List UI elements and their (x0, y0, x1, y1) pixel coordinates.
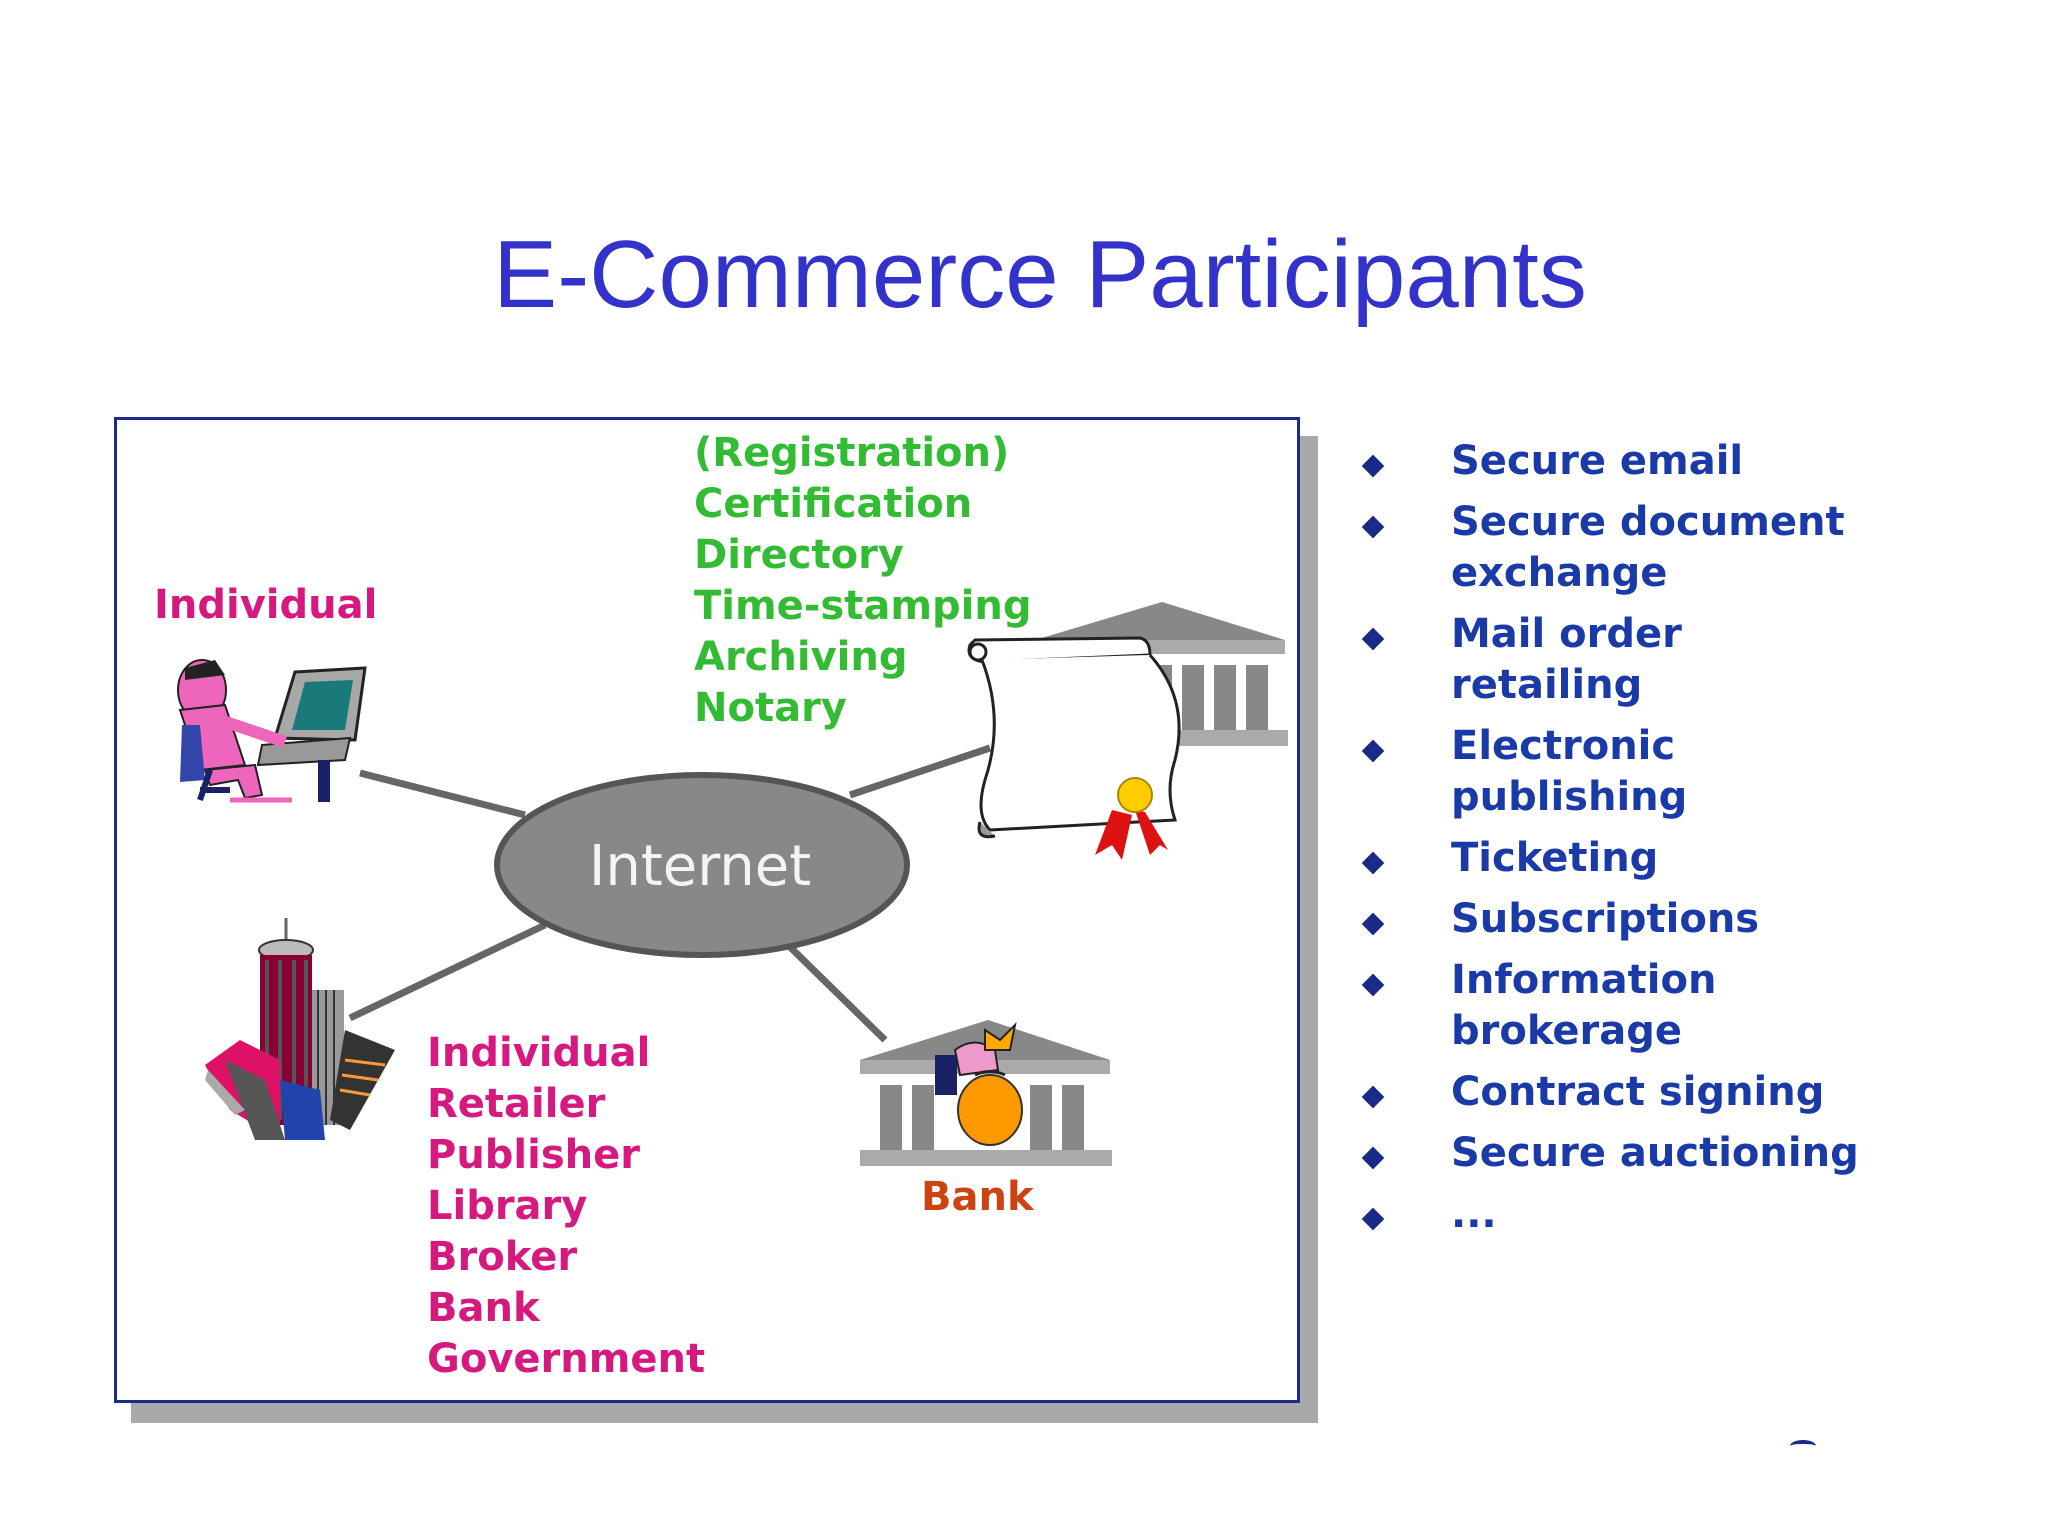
list-item: Ticketing (1361, 833, 1991, 884)
list-item: Electronic publishing (1361, 721, 1991, 823)
list-item: ... (1361, 1189, 1991, 1240)
services-item: (Registration) (694, 430, 1010, 476)
use-case-list: Secure email Secure document exchange Ma… (1361, 436, 1991, 1250)
diamond-bullet-icon (1361, 515, 1385, 539)
organizations-list: Individual Retailer Publisher Library Br… (427, 1028, 705, 1385)
list-item: Secure auctioning (1361, 1128, 1991, 1179)
diamond-bullet-icon (1361, 1085, 1385, 1109)
connector-lines (348, 744, 992, 1043)
diamond-bullet-icon (1361, 851, 1385, 875)
individual-label: Individual (154, 582, 378, 628)
list-item: Secure email (1361, 436, 1991, 487)
connector-organizations (348, 921, 547, 1022)
money-bag-icon (935, 1021, 1023, 1146)
bank-label: Bank (921, 1174, 1034, 1220)
organizations-item: Individual (427, 1030, 651, 1076)
person-at-computer-icon (177, 659, 367, 803)
list-item: Subscriptions (1361, 894, 1991, 945)
connector-bank (787, 944, 888, 1043)
organizations-item: Publisher (427, 1132, 640, 1178)
organizations-item: Library (427, 1183, 588, 1229)
services-item: Certification (694, 481, 973, 527)
services-item: Notary (694, 685, 847, 731)
list-item: Contract signing (1361, 1067, 1991, 1118)
connector-individual (359, 769, 526, 819)
diamond-bullet-icon (1361, 1146, 1385, 1170)
ribbon-seal-icon (1095, 777, 1168, 860)
diamond-bullet-icon (1361, 1207, 1385, 1231)
services-list: (Registration) Certification Directory T… (694, 428, 1031, 734)
list-item: Secure document exchange (1361, 497, 1991, 599)
services-item: Archiving (694, 634, 908, 680)
internet-hub-label: Internet (589, 834, 811, 899)
services-item: Directory (694, 532, 904, 578)
diamond-bullet-icon (1361, 912, 1385, 936)
organizations-item: Government (427, 1336, 706, 1382)
corner-mark (1790, 1440, 1816, 1452)
organizations-item: Broker (427, 1234, 578, 1280)
internet-hub: Internet (494, 772, 910, 958)
connector-certification (848, 744, 992, 799)
slide-title: E-Commerce Participants (493, 221, 1587, 328)
list-item: Information brokerage (1361, 955, 1991, 1057)
city-buildings-icon (205, 918, 395, 1140)
list-item: Mail order retailing (1361, 609, 1991, 711)
diamond-bullet-icon (1361, 627, 1385, 651)
diamond-bullet-icon (1361, 973, 1385, 997)
diamond-bullet-icon (1361, 739, 1385, 763)
organizations-item: Retailer (427, 1081, 606, 1127)
services-item: Time-stamping (694, 583, 1032, 629)
diamond-bullet-icon (1361, 454, 1385, 478)
organizations-item: Bank (427, 1285, 540, 1331)
